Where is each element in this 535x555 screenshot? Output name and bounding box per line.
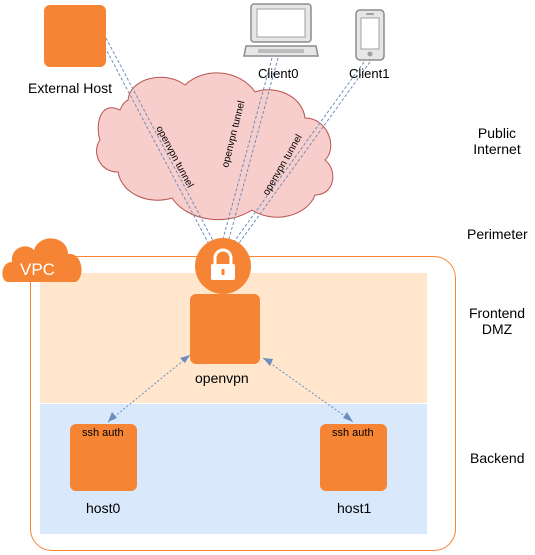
tunnel-line-client1-b xyxy=(233,61,371,251)
arrowhead-host1-top xyxy=(263,358,273,366)
zone-label-backend: Backend xyxy=(470,450,525,466)
host1-node xyxy=(320,424,387,491)
arrow-openvpn-host1 xyxy=(262,357,354,423)
arrowhead-host0-top xyxy=(180,355,190,363)
zone-label-perimeter: Perimeter xyxy=(467,226,528,242)
arrowhead-host1-bottom xyxy=(343,412,353,422)
phone-icon xyxy=(355,9,385,61)
host1-label: host1 xyxy=(337,500,372,516)
client1-label: Client1 xyxy=(349,66,390,81)
tunnel-line-client0-b xyxy=(225,57,279,251)
host0-ssh-auth-label: ssh auth xyxy=(82,427,124,439)
tunnel-line-client1-a xyxy=(227,61,365,251)
vpc-cloud-icon xyxy=(2,238,82,282)
vpc-badge-label: VPC xyxy=(20,260,55,279)
laptop-icon xyxy=(243,3,319,57)
host0-label: host0 xyxy=(86,500,121,516)
arrowhead-host0-bottom xyxy=(108,412,117,422)
host0-node xyxy=(70,424,137,491)
client0-label: Client0 xyxy=(258,66,299,81)
zone-label-frontend-dmz: Frontend DMZ xyxy=(468,305,526,337)
host1-ssh-auth-label: ssh auth xyxy=(332,427,374,439)
zone-label-public-internet: Public Internet xyxy=(473,125,521,157)
external-host-node xyxy=(44,5,106,67)
internet-cloud xyxy=(96,72,334,221)
arrow-openvpn-host0 xyxy=(107,354,191,423)
external-host-label: External Host xyxy=(28,80,113,96)
lock-icon xyxy=(195,238,251,294)
openvpn-node xyxy=(190,294,260,364)
tunnel-line-client0-a xyxy=(219,57,273,251)
openvpn-label: openvpn xyxy=(195,370,249,386)
